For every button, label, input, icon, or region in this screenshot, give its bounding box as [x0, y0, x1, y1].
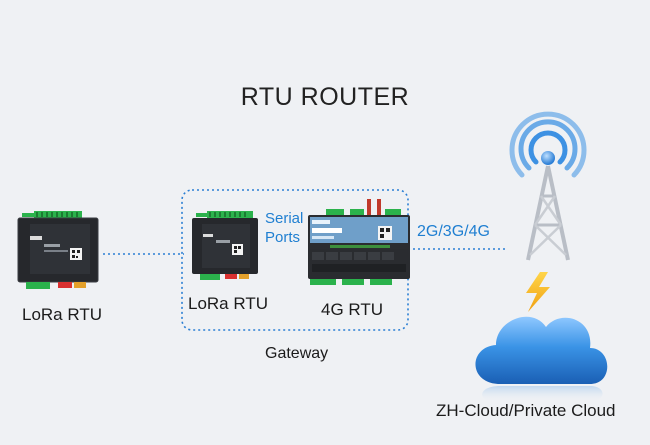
lightning-bolt-icon — [526, 272, 550, 312]
serial-ports-label: Serial Ports — [265, 209, 303, 247]
network-type-label: 2G/3G/4G — [417, 223, 490, 240]
rtu-4g-label: 4G RTU — [321, 300, 384, 319]
rtu-4g-device — [308, 199, 410, 285]
lora-rtu-left-device — [17, 211, 99, 289]
cloud-label: ZH-Cloud/Private Cloud — [436, 401, 616, 420]
gateway-label: Gateway — [265, 345, 329, 362]
lora-rtu-gateway-label: LoRa RTU — [188, 294, 268, 313]
lora-rtu-left-label: LoRa RTU — [22, 305, 102, 324]
diagram-title: RTU ROUTER — [240, 83, 410, 111]
cloud-icon — [475, 316, 608, 402]
serial-ports-label-line1: Serial — [265, 210, 304, 227]
cell-tower-icon — [509, 111, 587, 261]
serial-ports-label-line2: Ports — [265, 229, 301, 246]
lora-rtu-gateway-device — [192, 211, 258, 280]
